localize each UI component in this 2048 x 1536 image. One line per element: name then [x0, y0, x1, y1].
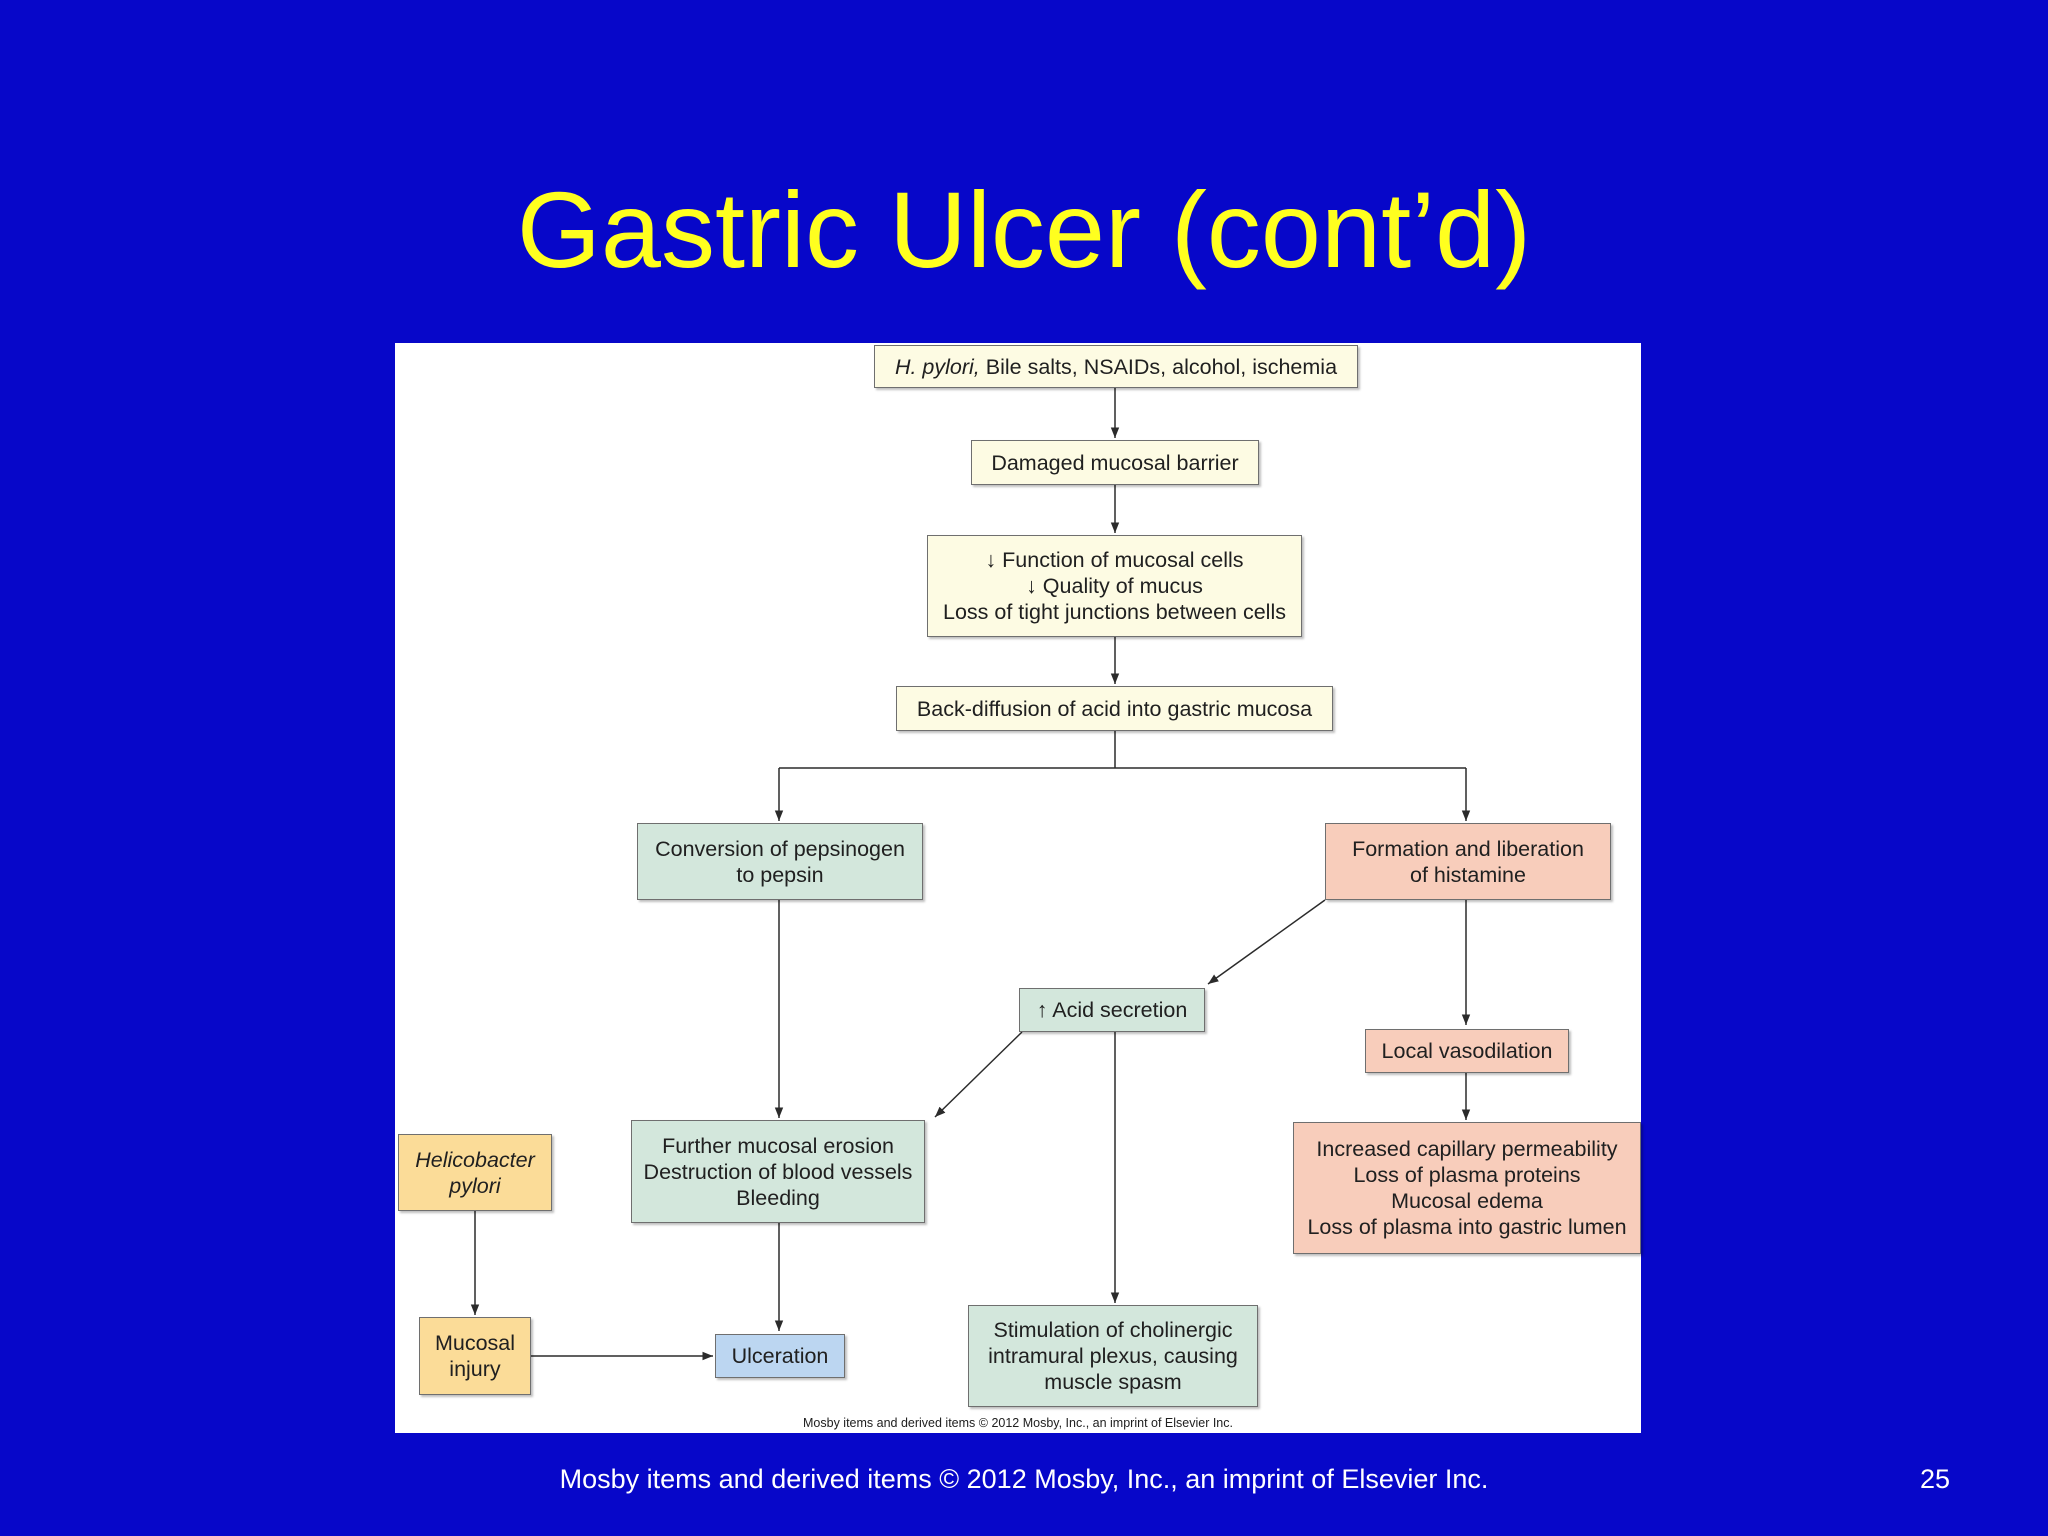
page-number: 25 — [1920, 1464, 1951, 1494]
node-back-diffusion: Back-diffusion of acid into gastric muco… — [896, 686, 1333, 731]
node-causes: H. pylori, Bile salts, NSAIDs, alcohol, … — [874, 345, 1358, 388]
node-local-vasodilation: Local vasodilation — [1365, 1029, 1569, 1073]
node-mucosal-function: ↓ Function of mucosal cells ↓ Quality of… — [927, 535, 1302, 637]
diagram-credit: Mosby items and derived items © 2012 Mos… — [803, 1416, 1233, 1430]
slide-title: Gastric Ulcer (cont’d) — [516, 169, 1532, 290]
node-histamine: Formation and liberation of histamine — [1325, 823, 1611, 900]
arrow-acid-to-erosion — [934, 1031, 1023, 1118]
node-helicobacter-pylori: Helicobacter pylori — [398, 1134, 552, 1211]
node-pepsin-conversion: Conversion of pepsinogen to pepsin — [637, 823, 923, 900]
flowchart-connectors — [470, 386, 1471, 1361]
node-cholinergic-stimulation: Stimulation of cholinergic intramural pl… — [968, 1305, 1258, 1407]
node-mucosal-erosion: Further mucosal erosion Destruction of b… — [631, 1120, 925, 1223]
node-mucosal-injury: Mucosal injury — [419, 1317, 531, 1395]
slide-footer: Mosby items and derived items © 2012 Mos… — [559, 1464, 1489, 1494]
node-damaged-barrier: Damaged mucosal barrier — [971, 440, 1259, 485]
arrow-histamine-to-acid — [1207, 899, 1326, 985]
node-capillary-permeability: Increased capillary permeability Loss of… — [1293, 1122, 1641, 1254]
node-acid-secretion: ↑ Acid secretion — [1019, 988, 1205, 1032]
node-ulceration: Ulceration — [715, 1334, 845, 1378]
flowchart-panel: H. pylori, Bile salts, NSAIDs, alcohol, … — [395, 343, 1641, 1433]
